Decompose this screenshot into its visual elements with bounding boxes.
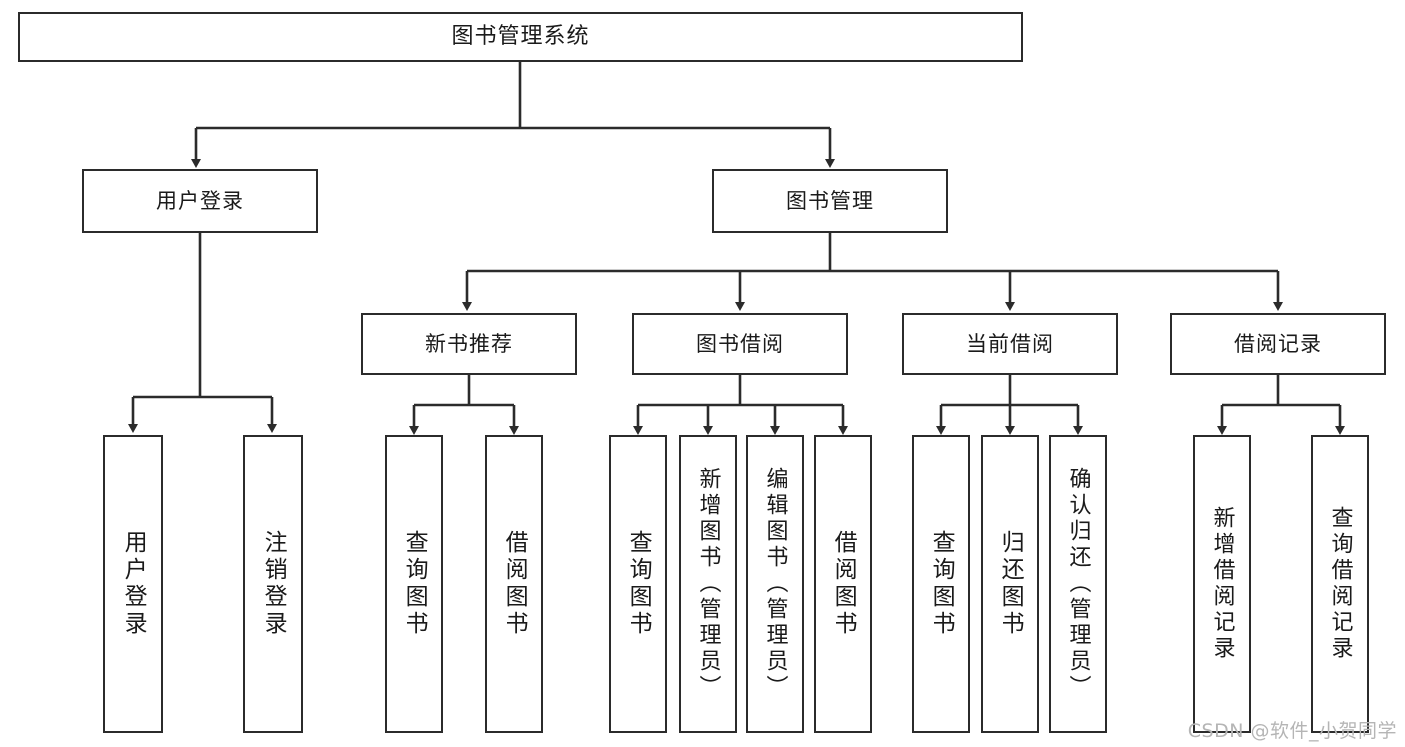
node-label: 图书借阅	[696, 331, 784, 356]
watermark-text: CSDN @软件_小贺同学	[1187, 720, 1397, 742]
leaf-current-return-book[interactable]: 归还图书	[981, 435, 1039, 733]
node-label: 查询图书	[625, 530, 652, 638]
leaf-borrow-edit-book-admin[interactable]: 编辑图书（管理员）	[746, 435, 804, 733]
node-label: 借阅图书	[501, 530, 528, 638]
node-book-management[interactable]: 图书管理	[712, 169, 948, 233]
leaf-current-query-book[interactable]: 查询图书	[912, 435, 970, 733]
node-new-book-recommend[interactable]: 新书推荐	[361, 313, 577, 375]
leaf-logout[interactable]: 注销登录	[243, 435, 303, 733]
node-label: 确认归还（管理员）	[1065, 467, 1091, 701]
node-label: 查询借阅记录	[1327, 506, 1353, 662]
node-label: 注销登录	[260, 530, 287, 638]
node-label: 当前借阅	[966, 331, 1054, 356]
node-label: 查询图书	[928, 530, 955, 638]
leaf-record-add-borrow-record[interactable]: 新增借阅记录	[1193, 435, 1251, 733]
node-label: 查询图书	[401, 530, 428, 638]
node-label: 用户登录	[156, 188, 244, 213]
leaf-recommend-borrow-book[interactable]: 借阅图书	[485, 435, 543, 733]
leaf-recommend-query-book[interactable]: 查询图书	[385, 435, 443, 733]
node-label: 新增图书（管理员）	[695, 467, 721, 701]
leaf-current-confirm-return-admin[interactable]: 确认归还（管理员）	[1049, 435, 1107, 733]
node-current-borrow[interactable]: 当前借阅	[902, 313, 1118, 375]
leaf-borrow-borrow-book[interactable]: 借阅图书	[814, 435, 872, 733]
node-borrow-record[interactable]: 借阅记录	[1170, 313, 1386, 375]
leaf-user-login[interactable]: 用户登录	[103, 435, 163, 733]
node-label: 用户登录	[120, 530, 147, 638]
node-label: 借阅图书	[830, 530, 857, 638]
leaf-borrow-add-book-admin[interactable]: 新增图书（管理员）	[679, 435, 737, 733]
node-label: 新书推荐	[425, 331, 513, 356]
node-label: 图书管理系统	[451, 24, 590, 50]
leaf-record-query-borrow-record[interactable]: 查询借阅记录	[1311, 435, 1369, 733]
node-user-login[interactable]: 用户登录	[82, 169, 318, 233]
node-label: 编辑图书（管理员）	[762, 467, 788, 701]
node-label: 新增借阅记录	[1209, 506, 1235, 662]
node-book-borrow[interactable]: 图书借阅	[632, 313, 848, 375]
leaf-borrow-query-book[interactable]: 查询图书	[609, 435, 667, 733]
node-root-book-management-system[interactable]: 图书管理系统	[18, 12, 1023, 62]
node-label: 图书管理	[786, 188, 874, 213]
node-label: 借阅记录	[1234, 331, 1322, 356]
node-label: 归还图书	[997, 530, 1024, 638]
